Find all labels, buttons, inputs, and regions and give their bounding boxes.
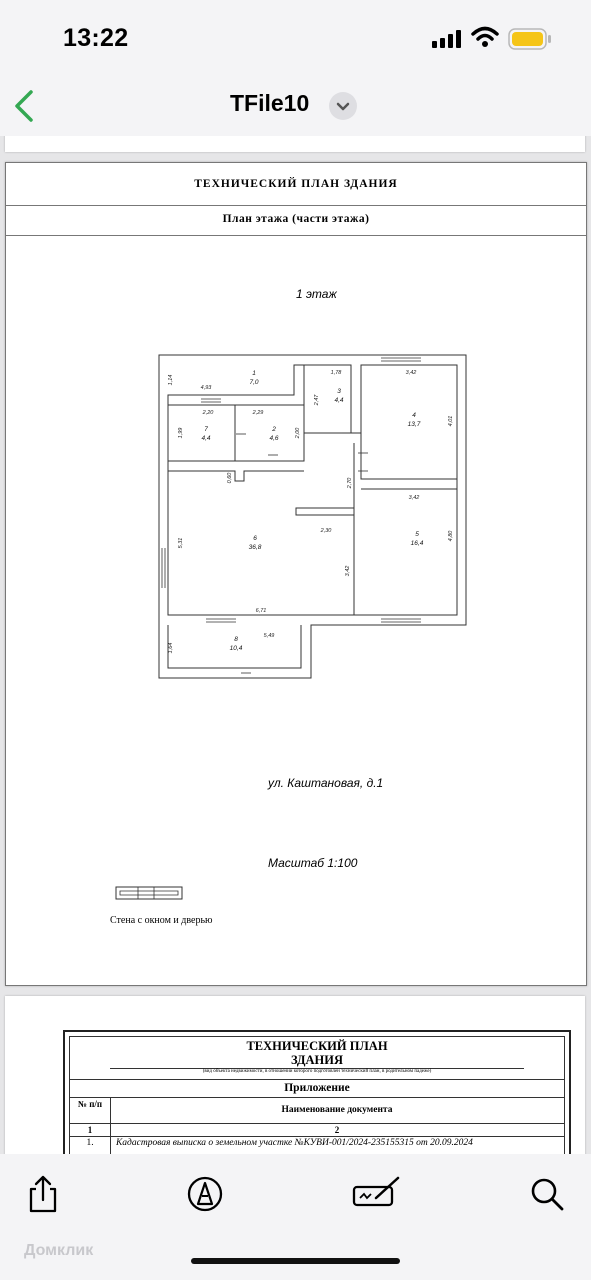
room-2-area: 4,6	[269, 435, 278, 442]
document-viewer[interactable]: ТЕХНИЧЕСКИЙ ПЛАН ЗДАНИЯ План этажа (част…	[0, 136, 591, 1154]
dim-label: 3,42	[406, 370, 417, 376]
dim-label: 1,78	[331, 370, 343, 376]
home-indicator[interactable]	[191, 1258, 400, 1264]
appendix-title-2: ЗДАНИЯ	[291, 1053, 343, 1067]
wifi-icon	[471, 26, 499, 47]
cellular-signal-icon	[432, 30, 461, 48]
room-8-number: 8	[234, 636, 238, 643]
dim-label: 2,00	[295, 427, 301, 440]
dim-label: 2,30	[320, 528, 333, 534]
dim-label: 2,20	[202, 410, 215, 416]
col-index-1: 1	[87, 1125, 93, 1135]
room-7-area: 4,4	[201, 435, 210, 442]
scale-label: Масштаб 1:100	[268, 856, 358, 870]
battery-icon	[508, 28, 551, 50]
floor-plan-drawing: 1 7,0 2 4,6 3 4,4 4 13,7 5 16,4 6 36,8 7…	[158, 354, 467, 679]
room-2-number: 2	[271, 426, 276, 433]
share-icon[interactable]	[23, 1174, 63, 1214]
page-subtitle-bar: План этажа (части этажа)	[6, 205, 586, 236]
room-7-number: 7	[204, 426, 208, 433]
dim-label: 4,80	[448, 530, 454, 542]
clock: 13:22	[63, 24, 129, 52]
dim-label: 6,71	[256, 608, 267, 614]
appendix-page: ТЕХНИЧЕСКИЙ ПЛАН ЗДАНИЯ (вид объекта нед…	[5, 996, 585, 1154]
page-title-bar: ТЕХНИЧЕСКИЙ ПЛАН ЗДАНИЯ	[6, 163, 586, 206]
row-1-text: Кадастровая выписка о земельном участке …	[116, 1138, 473, 1148]
dim-label: 1,14	[168, 375, 174, 386]
room-5-number: 5	[415, 531, 419, 538]
col-index-2: 2	[334, 1125, 340, 1135]
dim-label: 4,93	[201, 385, 213, 391]
dim-label: 3,42	[345, 566, 351, 577]
title-menu-button[interactable]	[329, 92, 357, 120]
room-4-area: 13,7	[408, 421, 421, 428]
room-4-number: 4	[412, 412, 416, 419]
previous-page	[5, 136, 585, 152]
nav-bar: TFile10	[0, 78, 591, 136]
room-6-number: 6	[253, 535, 257, 542]
dim-label: 5,31	[178, 538, 184, 549]
appendix-frame: ТЕХНИЧЕСКИЙ ПЛАН ЗДАНИЯ (вид объекта нед…	[63, 1030, 571, 1154]
signature-icon[interactable]	[352, 1174, 402, 1214]
appendix-section: Приложение	[284, 1082, 350, 1094]
dim-label: 2,70	[347, 477, 353, 490]
divider	[70, 1097, 564, 1098]
markup-icon[interactable]	[185, 1174, 225, 1214]
room-6-area: 36,8	[249, 544, 262, 551]
appendix-title-1: ТЕХНИЧЕСКИЙ ПЛАН	[246, 1039, 388, 1053]
appendix-table: ТЕХНИЧЕСКИЙ ПЛАН ЗДАНИЯ (вид объекта нед…	[69, 1036, 565, 1154]
chevron-down-icon	[336, 102, 350, 111]
wall-window-door-legend-icon	[115, 886, 183, 900]
appendix-hint: (вид объекта недвижимости, в отношении к…	[202, 1069, 432, 1074]
dim-label: 3,42	[409, 495, 420, 501]
divider	[70, 1136, 564, 1137]
room-5-area: 16,4	[411, 540, 424, 547]
dim-label: 1,99	[178, 428, 184, 439]
room-1-area: 7,0	[249, 379, 258, 386]
divider	[110, 1068, 524, 1069]
col-number-header: № п/п	[77, 1099, 103, 1109]
dim-label: 1,64	[168, 643, 174, 654]
document-title: TFile10	[230, 90, 310, 116]
dim-label: 4,01	[448, 416, 454, 427]
legend-label: Стена с окном и дверью	[110, 915, 213, 926]
page-subtitle: План этажа (части этажа)	[222, 213, 370, 225]
dim-label: 0,60	[227, 472, 233, 484]
floor-plan-page: ТЕХНИЧЕСКИЙ ПЛАН ЗДАНИЯ План этажа (част…	[5, 162, 587, 986]
room-3-area: 4,4	[334, 397, 343, 404]
page-title: ТЕХНИЧЕСКИЙ ПЛАН ЗДАНИЯ	[194, 178, 398, 190]
address-label: ул. Каштановая, д.1	[268, 776, 384, 790]
floor-label: 1 этаж	[296, 287, 337, 301]
room-1-number: 1	[252, 370, 256, 377]
divider	[110, 1097, 111, 1154]
status-bar: 13:22	[0, 0, 591, 78]
back-chevron-icon[interactable]	[10, 88, 40, 124]
divider	[70, 1123, 564, 1124]
dim-label: 2,29	[252, 410, 264, 416]
dim-label: 2,47	[314, 394, 320, 407]
watermark-text: Домклик	[24, 1242, 94, 1259]
room-3-number: 3	[337, 388, 341, 395]
col-name-header: Наименование документа	[281, 1105, 393, 1115]
row-1-number: 1.	[86, 1138, 94, 1148]
dim-label: 5,49	[264, 633, 275, 639]
search-icon[interactable]	[527, 1174, 567, 1214]
room-8-area: 10,4	[230, 645, 243, 652]
divider	[70, 1079, 564, 1080]
